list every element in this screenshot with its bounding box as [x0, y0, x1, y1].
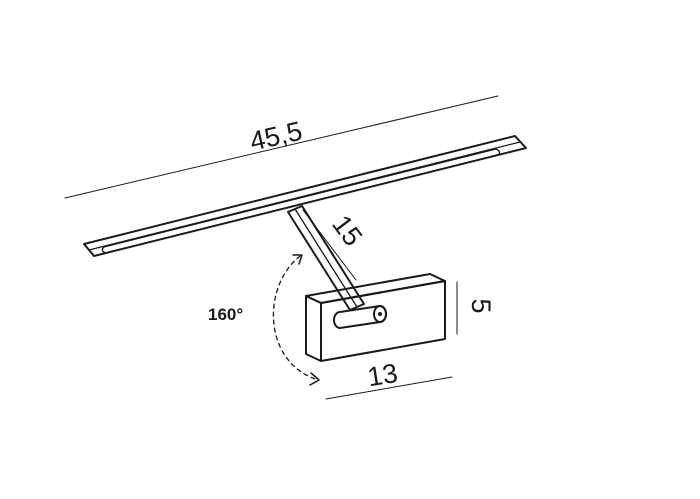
- bar-length-label: 45,5: [247, 116, 305, 157]
- rotation-arrow-up-icon: [292, 254, 303, 265]
- bar-length-dimension-line: [64, 95, 499, 199]
- wall-base: [305, 273, 446, 362]
- rotation-arrow-down-icon: [309, 372, 320, 386]
- led-slot: [101, 148, 501, 254]
- rotation-arc: [272, 254, 320, 386]
- base-height-label: 5: [466, 298, 496, 313]
- arm-length-dimension-line: [302, 209, 357, 281]
- base-width-dimension-line: [325, 376, 453, 400]
- base-width-label: 13: [365, 358, 399, 392]
- pivot-knob: [333, 305, 387, 329]
- arm-length-label: 15: [326, 210, 368, 252]
- rotation-angle-label: 160°: [208, 305, 243, 324]
- lamp-arm: [287, 205, 365, 311]
- light-bar: [83, 135, 527, 257]
